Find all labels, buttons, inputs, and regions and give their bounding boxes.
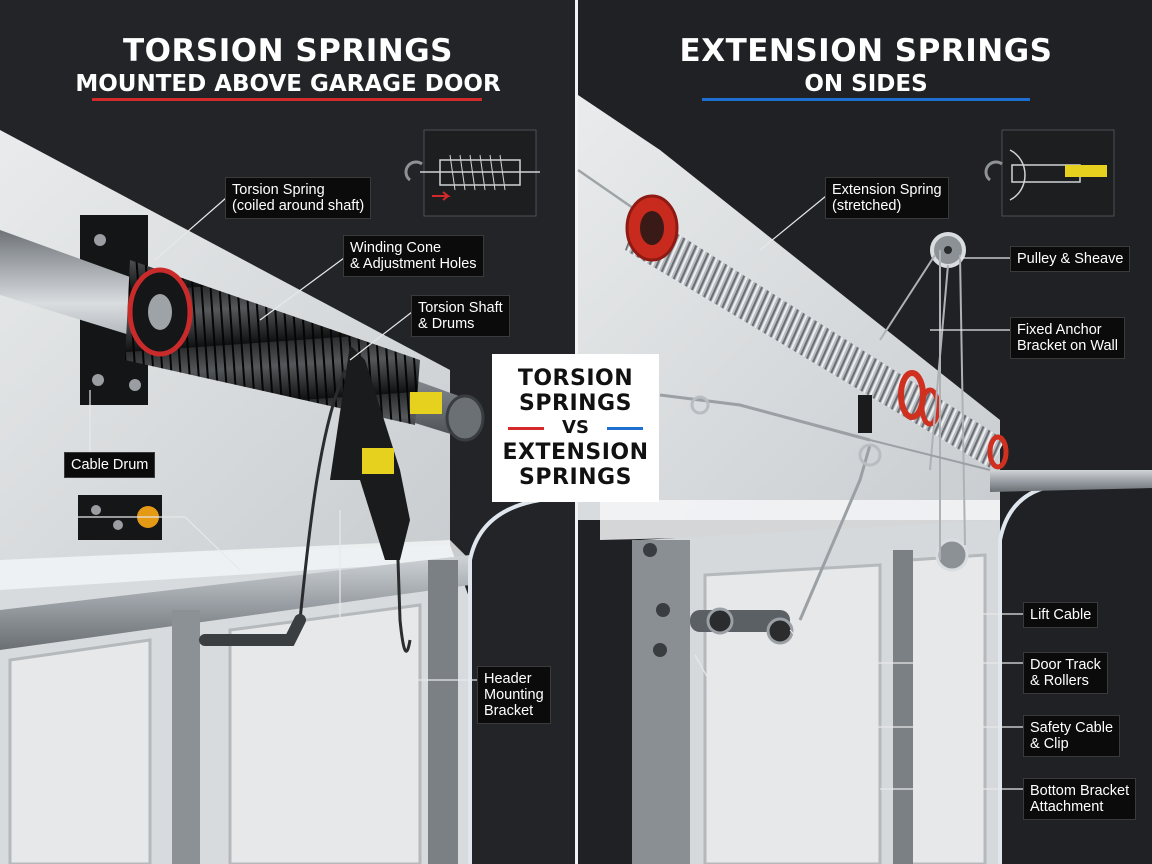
left-title: TORSION SPRINGS bbox=[123, 33, 453, 69]
badge-line-4: SPRINGS bbox=[519, 465, 632, 490]
callout-torsion-spring: Torsion Spring (coiled around shaft) bbox=[225, 177, 372, 219]
rotate-arrow-icon-right bbox=[984, 160, 1003, 182]
callout-safety-cable: Safety Cable & Clip bbox=[1023, 715, 1121, 757]
left-door-rail bbox=[0, 555, 470, 650]
callout-bottom-bracket: Bottom Bracket Attachment bbox=[1023, 778, 1137, 820]
callout-winding-cone: Winding Cone & Adjustment Holes bbox=[343, 235, 484, 277]
callout-pulley: Pulley & Sheave bbox=[1010, 246, 1131, 272]
badge-line-3: EXTENSION bbox=[502, 440, 649, 465]
extension-spring bbox=[625, 210, 1005, 468]
right-vertical-track bbox=[632, 540, 690, 864]
fixed-anchor bbox=[858, 395, 872, 433]
center-vs-badge: TORSION SPRINGS VS EXTENSION SPRINGS bbox=[492, 354, 659, 502]
callout-cable-drum: Cable Drum bbox=[64, 452, 156, 478]
right-subtitle: ON SIDES bbox=[804, 71, 928, 97]
left-vertical-track bbox=[172, 610, 200, 864]
rotate-arrow-icon bbox=[404, 160, 423, 182]
warning-label bbox=[362, 448, 394, 474]
left-lift-cable bbox=[298, 369, 347, 621]
callout-lift-cable: Lift Cable bbox=[1023, 602, 1099, 628]
callout-extension-spring: Extension Spring (stretched) bbox=[825, 177, 949, 219]
badge-blue-dash bbox=[607, 427, 643, 430]
badge-line-1: TORSION bbox=[517, 366, 634, 391]
callout-torsion-shaft: Torsion Shaft & Drums bbox=[411, 295, 510, 337]
callout-header-bracket: Header Mounting Bracket bbox=[477, 666, 551, 724]
left-curved-track bbox=[468, 498, 541, 864]
left-title-underline bbox=[92, 98, 482, 101]
pulley-cables bbox=[879, 250, 966, 560]
leader-lines bbox=[78, 195, 1025, 790]
cable-drum bbox=[445, 394, 485, 442]
red-arrow-icon bbox=[432, 191, 451, 201]
callout-fixed-anchor: Fixed Anchor Bracket on Wall bbox=[1010, 317, 1125, 359]
torsion-inset-diagram bbox=[423, 129, 537, 217]
left-bottom-bracket bbox=[199, 614, 306, 646]
right-title-underline bbox=[702, 98, 1030, 101]
badge-vs-row: VS bbox=[492, 416, 659, 440]
right-title: EXTENSION SPRINGS bbox=[679, 33, 1053, 69]
left-title-block: TORSION SPRINGS MOUNTED ABOVE GARAGE DOO… bbox=[60, 36, 516, 96]
badge-line-2: SPRINGS bbox=[519, 391, 632, 416]
safety-cable bbox=[659, 393, 871, 442]
left-subtitle: MOUNTED ABOVE GARAGE DOOR bbox=[75, 71, 501, 97]
badge-red-dash bbox=[508, 427, 544, 430]
right-title-block: EXTENSION SPRINGS ON SIDES bbox=[636, 36, 1096, 96]
callout-door-track: Door Track & Rollers bbox=[1023, 652, 1108, 694]
badge-vs: VS bbox=[562, 417, 589, 438]
